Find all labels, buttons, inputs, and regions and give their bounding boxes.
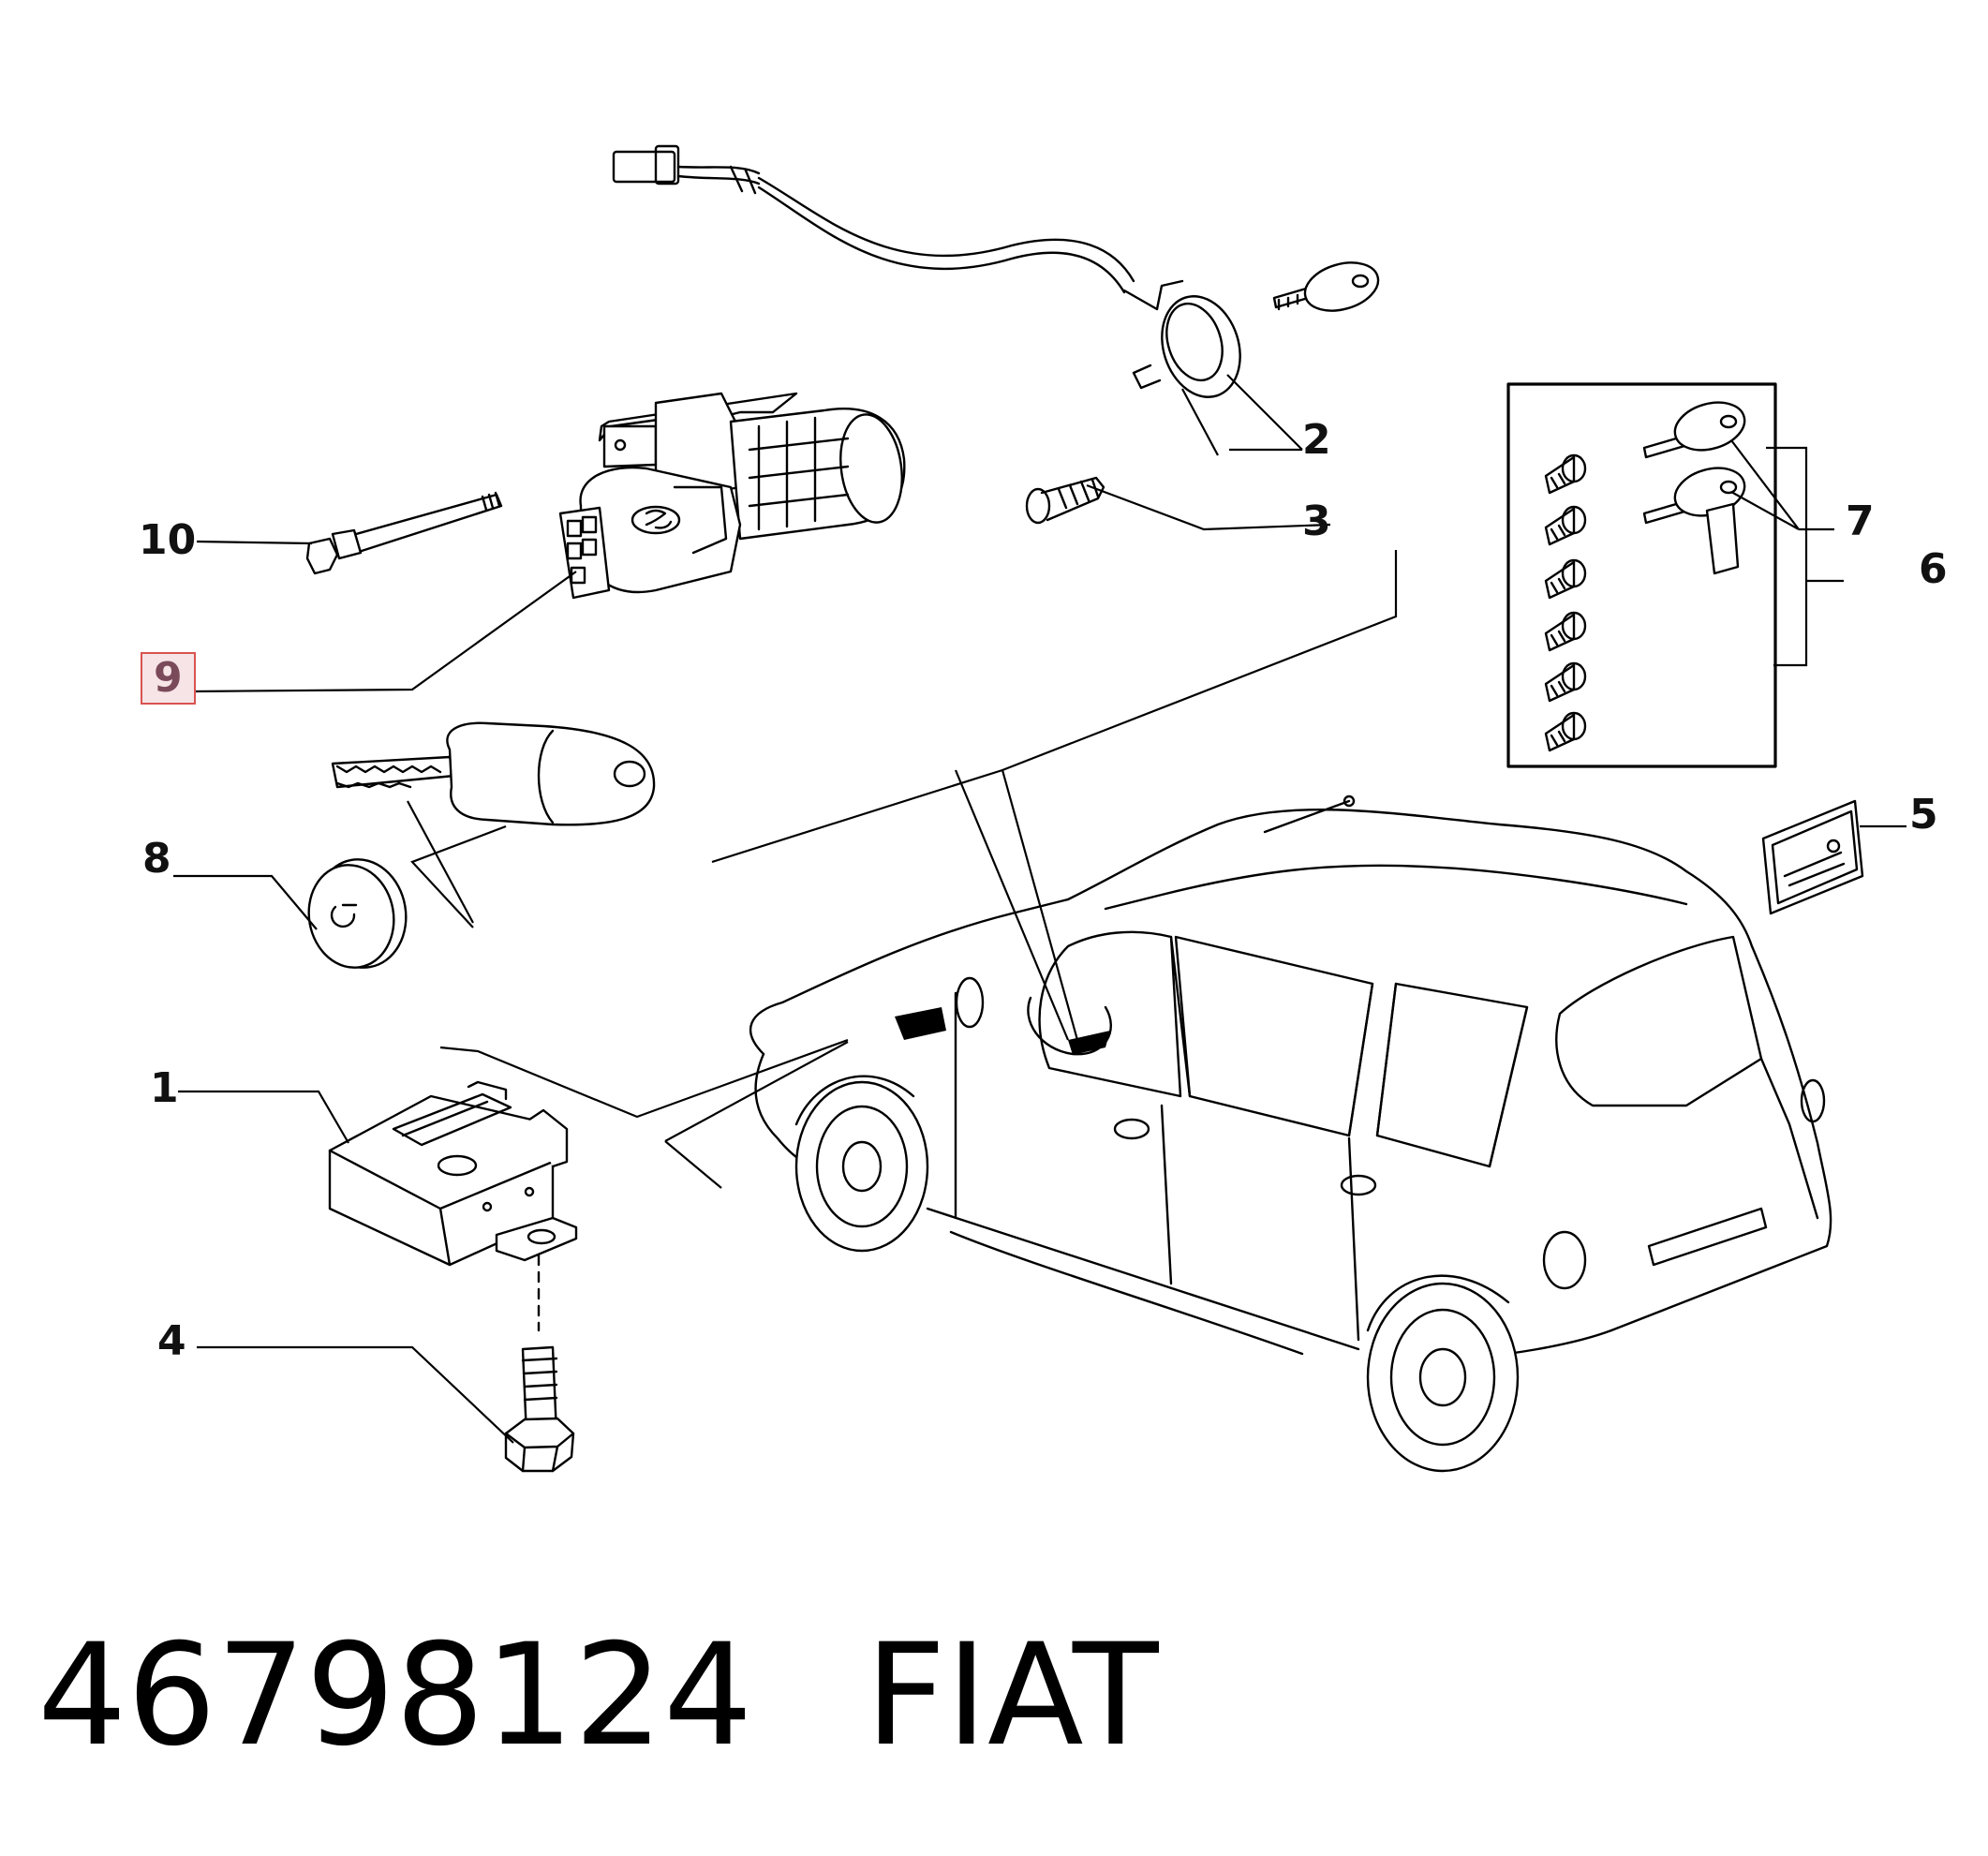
part-1-control-unit	[328, 1080, 578, 1332]
callout-leaders	[173, 374, 1906, 1444]
brand-name: FIAT	[865, 1614, 1159, 1777]
callout-3: 3	[1302, 497, 1331, 545]
part-9-ignition-lock	[558, 392, 906, 600]
ignition-key-icon	[331, 721, 656, 826]
part-8-cap	[307, 858, 408, 969]
small-key-icon	[1272, 261, 1380, 312]
part-number: 46798124	[37, 1614, 753, 1777]
callout-10: 10	[139, 516, 197, 564]
callout-1: 1	[150, 1064, 179, 1112]
callout-7: 7	[1846, 497, 1875, 545]
part-10-bolt	[305, 491, 503, 575]
part-5-code-card	[1761, 799, 1864, 915]
part-3-screw	[1025, 476, 1105, 525]
callout-6: 6	[1919, 545, 1948, 593]
callout-5: 5	[1909, 791, 1938, 839]
callout-2: 2	[1302, 416, 1331, 464]
pointer-lines	[407, 550, 1398, 1189]
callout-4: 4	[157, 1317, 186, 1365]
part-2-transponder-antenna	[612, 144, 1241, 398]
callout-8: 8	[142, 835, 171, 883]
part-7-keys	[1642, 401, 1746, 575]
car-illustration	[749, 794, 1832, 1473]
part-4-hex-bolt	[504, 1345, 575, 1473]
part-6-lock-kit-box	[1506, 382, 1777, 768]
lock-cylinders	[1544, 453, 1587, 752]
callout-9-highlighted[interactable]: 9	[141, 652, 196, 705]
